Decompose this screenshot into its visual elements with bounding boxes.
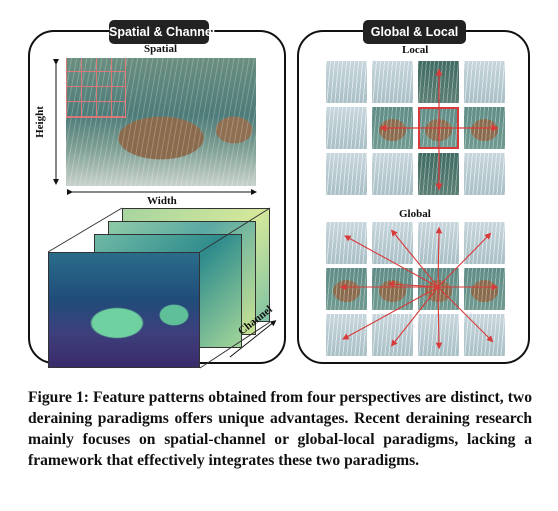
global-tile <box>464 222 505 264</box>
global-tile <box>372 268 413 310</box>
global-tile <box>326 268 367 310</box>
global-tile <box>464 314 505 356</box>
global-local-panel: Global & Local Local Global <box>297 20 530 364</box>
spatial-channel-tag: Spatial & Channel <box>109 20 215 44</box>
channel-cube-edges <box>47 207 271 369</box>
width-label: Width <box>147 195 177 207</box>
global-tile <box>326 222 367 264</box>
local-tile <box>326 153 367 195</box>
global-local-tag: Global & Local <box>363 20 466 44</box>
spatial-channel-panel: Spatial & Channel Spatial Height Width C… <box>28 20 286 369</box>
channel-slice-front <box>48 252 200 368</box>
local-label: Local <box>402 44 429 56</box>
spatial-patch-grid <box>66 58 126 118</box>
figure-caption: Figure 1: Feature patterns obtained from… <box>28 389 532 469</box>
spatial-label: Spatial <box>144 43 178 55</box>
local-tile <box>464 61 505 103</box>
local-tile <box>464 153 505 195</box>
local-tile <box>326 61 367 103</box>
dimension-arrows <box>53 59 277 358</box>
global-attention-arrows <box>339 226 499 350</box>
global-tile <box>372 222 413 264</box>
local-attention-arrows <box>379 68 499 191</box>
local-tile <box>372 61 413 103</box>
local-tile <box>372 153 413 195</box>
global-tile <box>372 314 413 356</box>
local-tile <box>326 107 367 149</box>
global-label: Global <box>399 208 431 220</box>
